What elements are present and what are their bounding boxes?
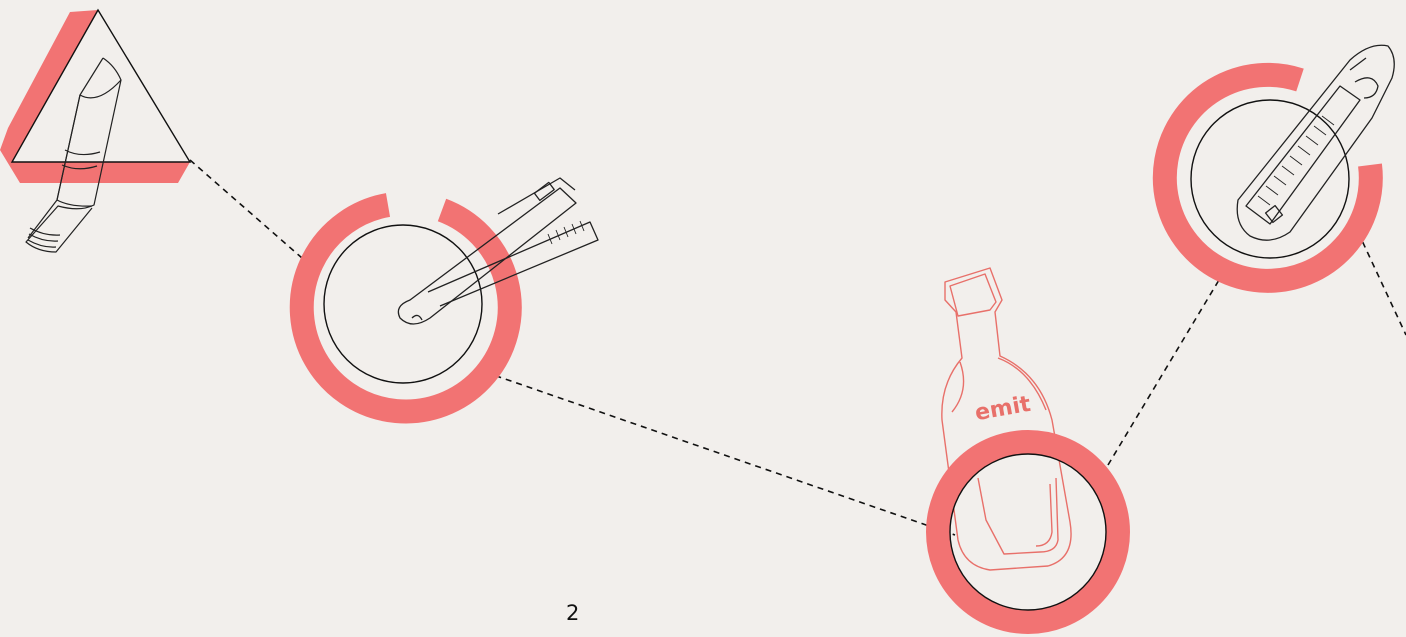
ring-node-3	[1165, 45, 1394, 281]
clip-teeth	[548, 221, 584, 244]
triangle-node	[0, 10, 190, 252]
ring-inner-circle	[1191, 100, 1349, 258]
ring-node-1	[302, 178, 598, 411]
bottle-logo-text: emit	[973, 392, 1033, 426]
triangle-coral-frame	[0, 10, 190, 183]
bottle-node: emit	[938, 268, 1118, 622]
ring-inner-circle	[950, 454, 1106, 610]
ring-coral-band	[938, 442, 1118, 622]
ring-coral-arc	[302, 205, 510, 411]
page-number: 2	[566, 601, 579, 625]
